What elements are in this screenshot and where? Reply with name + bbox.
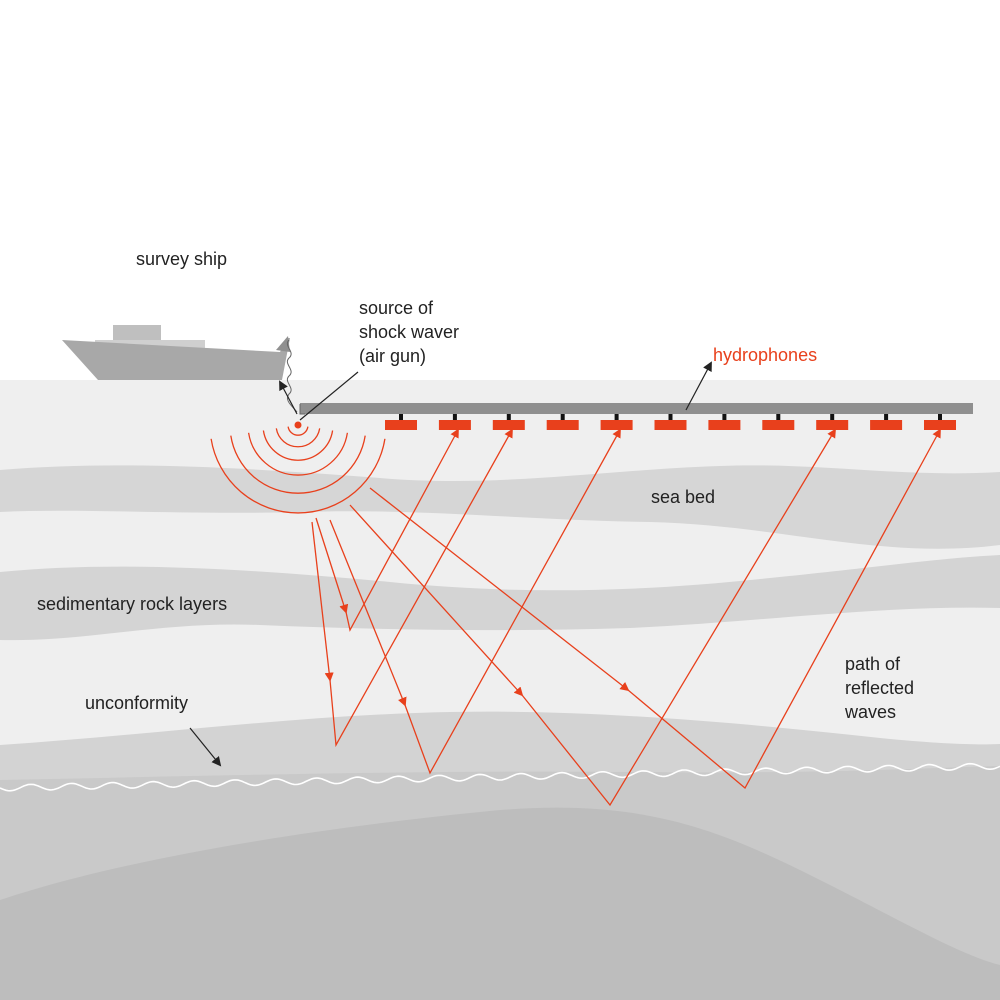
hydrophone-mount xyxy=(614,414,619,420)
hydrophones-pointer-arrow xyxy=(685,361,712,411)
source-label-line1: source of xyxy=(359,298,434,318)
unconformity-line xyxy=(0,762,1000,792)
hydrophone-mount xyxy=(668,414,673,420)
path-label-line1: path of xyxy=(845,654,901,674)
hydrophones-label: hydrophones xyxy=(713,345,817,365)
hydrophone-mount xyxy=(722,414,727,420)
hydrophone xyxy=(600,420,633,430)
survey-ship xyxy=(62,325,290,380)
reflected-ray xyxy=(627,428,941,790)
sedimentary-rock-layer xyxy=(0,555,1000,641)
incident-ray xyxy=(369,487,630,692)
shock-wave-ring xyxy=(247,432,349,476)
deep-rock-dome xyxy=(0,807,1000,1000)
hydrophone xyxy=(816,420,849,430)
hydrophone-mount xyxy=(452,414,457,420)
hydrophone xyxy=(870,420,903,430)
hydrophone xyxy=(492,420,525,430)
incident-ray xyxy=(311,521,334,682)
hydrophone xyxy=(924,420,956,430)
shock-wave-ring xyxy=(275,428,321,448)
unconformity-pointer-arrow xyxy=(189,727,222,767)
streamer-bracket xyxy=(299,404,305,415)
reflected-ray xyxy=(329,428,513,748)
air-gun-source xyxy=(294,421,302,429)
hydrophone-mount xyxy=(560,414,565,420)
survey-ship-label: survey ship xyxy=(136,249,227,269)
source-label-line2: shock waver xyxy=(359,322,459,342)
tow-line xyxy=(286,339,298,413)
sedimentary-label: sedimentary rock layers xyxy=(37,594,227,614)
incident-ray xyxy=(349,504,524,697)
reflected-ray xyxy=(404,428,621,775)
sea-bed-layer xyxy=(0,465,1000,549)
hydrophone xyxy=(762,420,795,430)
hydrophone-mount xyxy=(830,414,835,420)
shock-wave-ring xyxy=(210,438,386,514)
shock-wave-ring xyxy=(287,426,309,436)
unconformity-label: unconformity xyxy=(85,693,188,713)
path-label-line3: waves xyxy=(844,702,896,722)
reflected-ray xyxy=(521,428,836,807)
path-label-line2: reflected xyxy=(845,678,914,698)
source-label-line3: (air gun) xyxy=(359,346,426,366)
hydrophone-mount xyxy=(506,414,511,420)
hydrophone-mount xyxy=(776,414,781,420)
incident-ray xyxy=(315,517,349,614)
reflected-ray xyxy=(345,428,459,632)
shock-wave-ring xyxy=(262,430,334,461)
hydrophone xyxy=(438,420,471,430)
reflected-wave-paths xyxy=(311,428,941,807)
hydrophone xyxy=(654,420,687,430)
hydrophone xyxy=(546,420,579,430)
ship-pointer-arrow xyxy=(279,380,298,415)
hydrophone-mount xyxy=(399,414,403,420)
shock-wave-rings xyxy=(210,426,386,514)
hydrophone-streamer xyxy=(300,403,973,414)
hydrophone xyxy=(385,420,417,430)
hydrophone-mount xyxy=(938,414,942,420)
sea-bed-label: sea bed xyxy=(651,487,715,507)
incident-ray xyxy=(329,519,407,707)
shock-wave-ring xyxy=(230,435,366,494)
hydrophone-mount xyxy=(884,414,889,420)
source-pointer-line xyxy=(299,371,359,421)
hydrophone xyxy=(708,420,741,430)
hydrophone-group xyxy=(385,414,956,430)
